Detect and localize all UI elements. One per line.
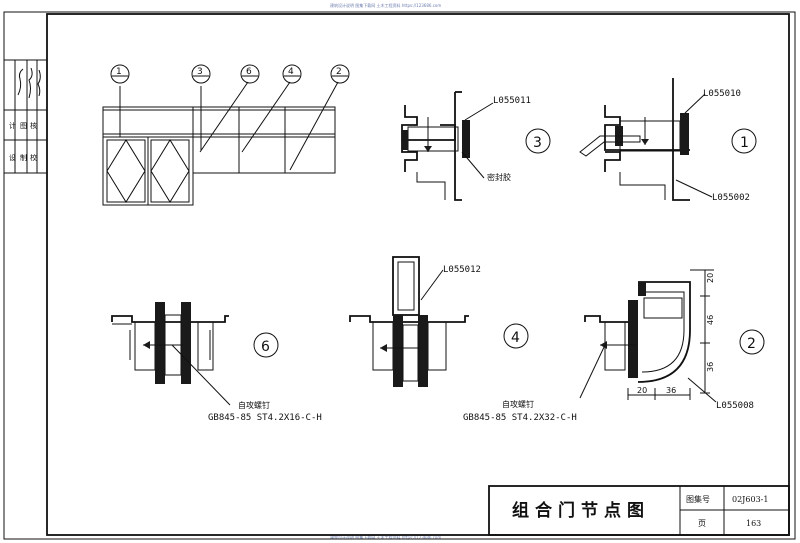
d3-callout xyxy=(525,128,551,154)
strip-abbr-3: 核 xyxy=(30,121,37,130)
footer-note: 建筑设计说明 图集下载网 土木工程资料 https://123686.com xyxy=(330,534,441,540)
d2-callout xyxy=(739,329,765,355)
d2-part-label: L055008 xyxy=(716,401,754,411)
sheet-border xyxy=(3,11,796,540)
elevation-callouts: 1 3 6 4 2 xyxy=(110,64,350,171)
strip-abbr2-2: 制 xyxy=(20,153,27,162)
d3-part-label: L055011 xyxy=(493,96,531,106)
d4-screw-label: 自攻螺钉 xyxy=(502,399,534,409)
d3-seal-label: 密封胶 xyxy=(487,172,511,182)
detail-6: 自攻螺钉 GB845-85 ST4.2X16-C-H 6 xyxy=(111,302,322,423)
d4-number: 4 xyxy=(511,330,520,346)
d2-dim-h1: 20 xyxy=(637,386,647,395)
d2-number: 2 xyxy=(747,336,756,352)
d4-screw-spec: GB845-85 ST4.2X32-C-H xyxy=(463,413,577,423)
drawing-title: 组合门节点图 xyxy=(512,500,650,521)
page-number: 163 xyxy=(746,519,761,528)
d6-callout xyxy=(253,332,279,358)
strip-abbr2-3: 校 xyxy=(30,153,37,162)
d1-callout xyxy=(731,128,757,154)
d4-callout xyxy=(503,323,529,349)
strip-abbr-2: 图 xyxy=(20,122,27,130)
side-strip: 计 图 核 设 制 校 xyxy=(4,59,47,174)
d2-dim-h2: 36 xyxy=(666,386,676,395)
d3-number: 3 xyxy=(533,135,542,151)
detail-3: L055011 密封胶 3 xyxy=(401,91,551,201)
detail-1: L055010 L055002 1 xyxy=(579,78,757,203)
drawing-frame xyxy=(46,13,790,536)
callout-circle xyxy=(110,64,130,84)
signature-2 xyxy=(28,67,33,99)
detail-4: L055012 4 xyxy=(349,256,529,387)
d1-part-top: L055010 xyxy=(703,89,741,99)
atlas-number: 02J603-1 xyxy=(732,495,768,504)
title-block: 组合门节点图 图集号 02J603-1 页 163 xyxy=(488,485,790,536)
strip-abbr2-1: 设 xyxy=(9,153,16,162)
d1-number: 1 xyxy=(740,135,749,151)
elev-callout-1: 1 xyxy=(116,67,122,77)
d6-number: 6 xyxy=(261,339,270,355)
door-elevation xyxy=(102,106,336,206)
elev-callout-6: 6 xyxy=(246,67,252,77)
d6-screw-spec: GB845-85 ST4.2X16-C-H xyxy=(208,413,322,423)
elev-callout-2: 2 xyxy=(336,67,342,77)
elev-callout-4: 4 xyxy=(288,67,294,77)
detail-2: 自攻螺钉 GB845-85 ST4.2X32-C-H 20 46 36 20 3… xyxy=(463,269,765,423)
d2-dim-v1: 20 xyxy=(706,273,715,283)
strip-abbr-1: 计 xyxy=(9,121,16,130)
d2-dim-v2: 46 xyxy=(706,315,715,325)
signature-1 xyxy=(17,68,24,96)
signature-3 xyxy=(37,69,41,97)
atlas-label: 图集号 xyxy=(686,494,710,504)
d4-part-label: L055012 xyxy=(443,265,481,275)
elev-callout-3: 3 xyxy=(197,67,203,77)
d2-dim-v3: 36 xyxy=(706,362,715,372)
page-label: 页 xyxy=(698,519,706,528)
d1-part-bottom: L055002 xyxy=(712,193,750,203)
header-note: 建筑设计说明 图集下载网 土木工程资料 https://123686.com xyxy=(330,2,441,8)
d6-screw-label: 自攻螺钉 xyxy=(238,400,270,410)
